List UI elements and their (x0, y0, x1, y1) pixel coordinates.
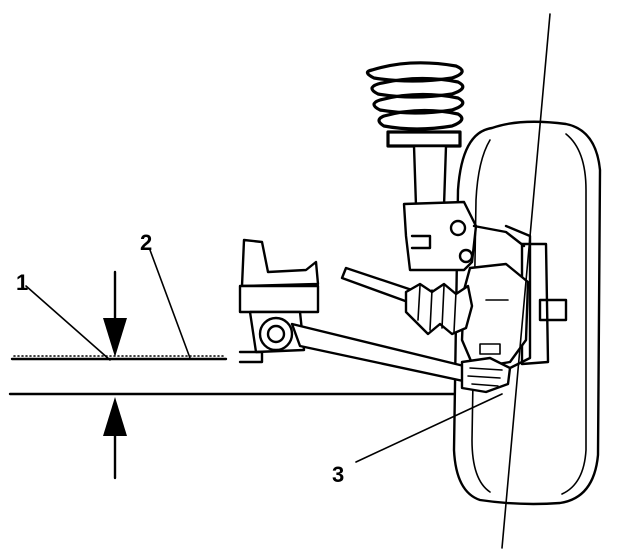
strut (402, 144, 526, 272)
spring-coil-4 (377, 108, 464, 131)
leader-line-3 (355, 393, 503, 463)
lower-control-arm (290, 322, 512, 394)
steering-knuckle (460, 262, 530, 370)
spring-seat (386, 130, 462, 148)
top-arrow-head (103, 318, 127, 357)
cv-boot-ribs (417, 285, 457, 333)
leader-lines (25, 249, 503, 463)
ball-joint (460, 356, 512, 394)
bottom-arrow-head (103, 397, 127, 436)
control-arm-bushing-inner (266, 324, 286, 344)
strut-bolt-lower (458, 248, 474, 264)
drive-axle (340, 266, 474, 336)
strut-clamp-slot (410, 234, 432, 250)
leader-line-1 (25, 285, 111, 361)
crossmember-upper (240, 238, 320, 288)
measurement-arrows (103, 270, 127, 480)
wheel-centerline (501, 13, 551, 549)
knuckle-detail (479, 299, 509, 355)
crossmember-block (238, 284, 320, 314)
spring-coil-3 (372, 92, 465, 115)
strut-bracket-arm (472, 224, 526, 248)
callouts: 1 2 3 (16, 230, 344, 487)
axle-shaft (340, 266, 414, 304)
callout-1: 1 (16, 270, 28, 295)
callout-3: 3 (332, 462, 344, 487)
strut-bolt-upper (449, 219, 467, 237)
strut-lower-body (402, 200, 478, 272)
lower-control-arm-body (290, 322, 470, 384)
strut-rod (412, 144, 448, 208)
crossmember-foot (238, 350, 264, 364)
knuckle-body (460, 262, 530, 370)
ball-joint-shading (467, 367, 503, 387)
coil-spring (365, 61, 465, 148)
spring-top-coil (365, 61, 464, 83)
spring-coil-2 (370, 76, 465, 99)
cv-boot (404, 282, 474, 336)
hub-studs (538, 298, 568, 322)
tire-tread-outer (561, 133, 587, 495)
callout-2: 2 (140, 230, 152, 255)
crossmember-bracket (238, 238, 320, 364)
reference-lines (8, 355, 470, 396)
leader-line-2 (149, 249, 191, 359)
